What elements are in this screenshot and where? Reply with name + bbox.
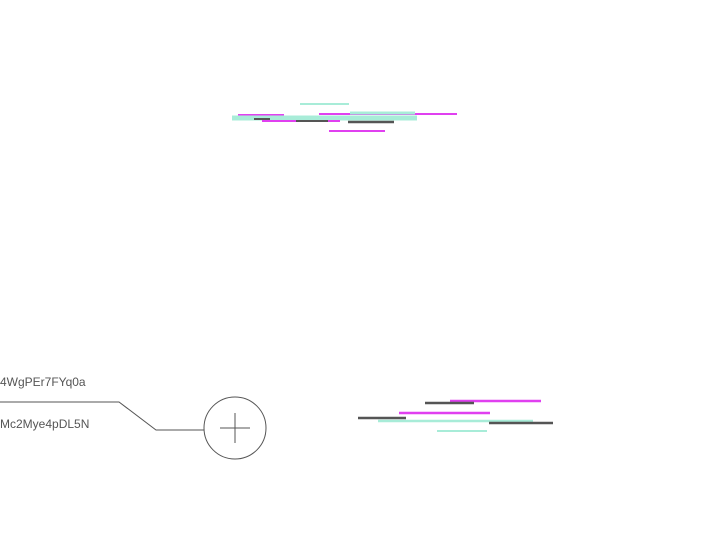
- label-bottom-code: Mc2Mye4pDL5N: [0, 417, 90, 431]
- stripe-cluster-bottom: [358, 399, 553, 432]
- label-top-code: 4WgPEr7FYq0a: [0, 375, 86, 389]
- leader-line: [0, 401, 204, 431]
- add-button[interactable]: [203, 396, 267, 460]
- plus-icon: [220, 413, 250, 443]
- stripe-cluster-top: [232, 103, 457, 132]
